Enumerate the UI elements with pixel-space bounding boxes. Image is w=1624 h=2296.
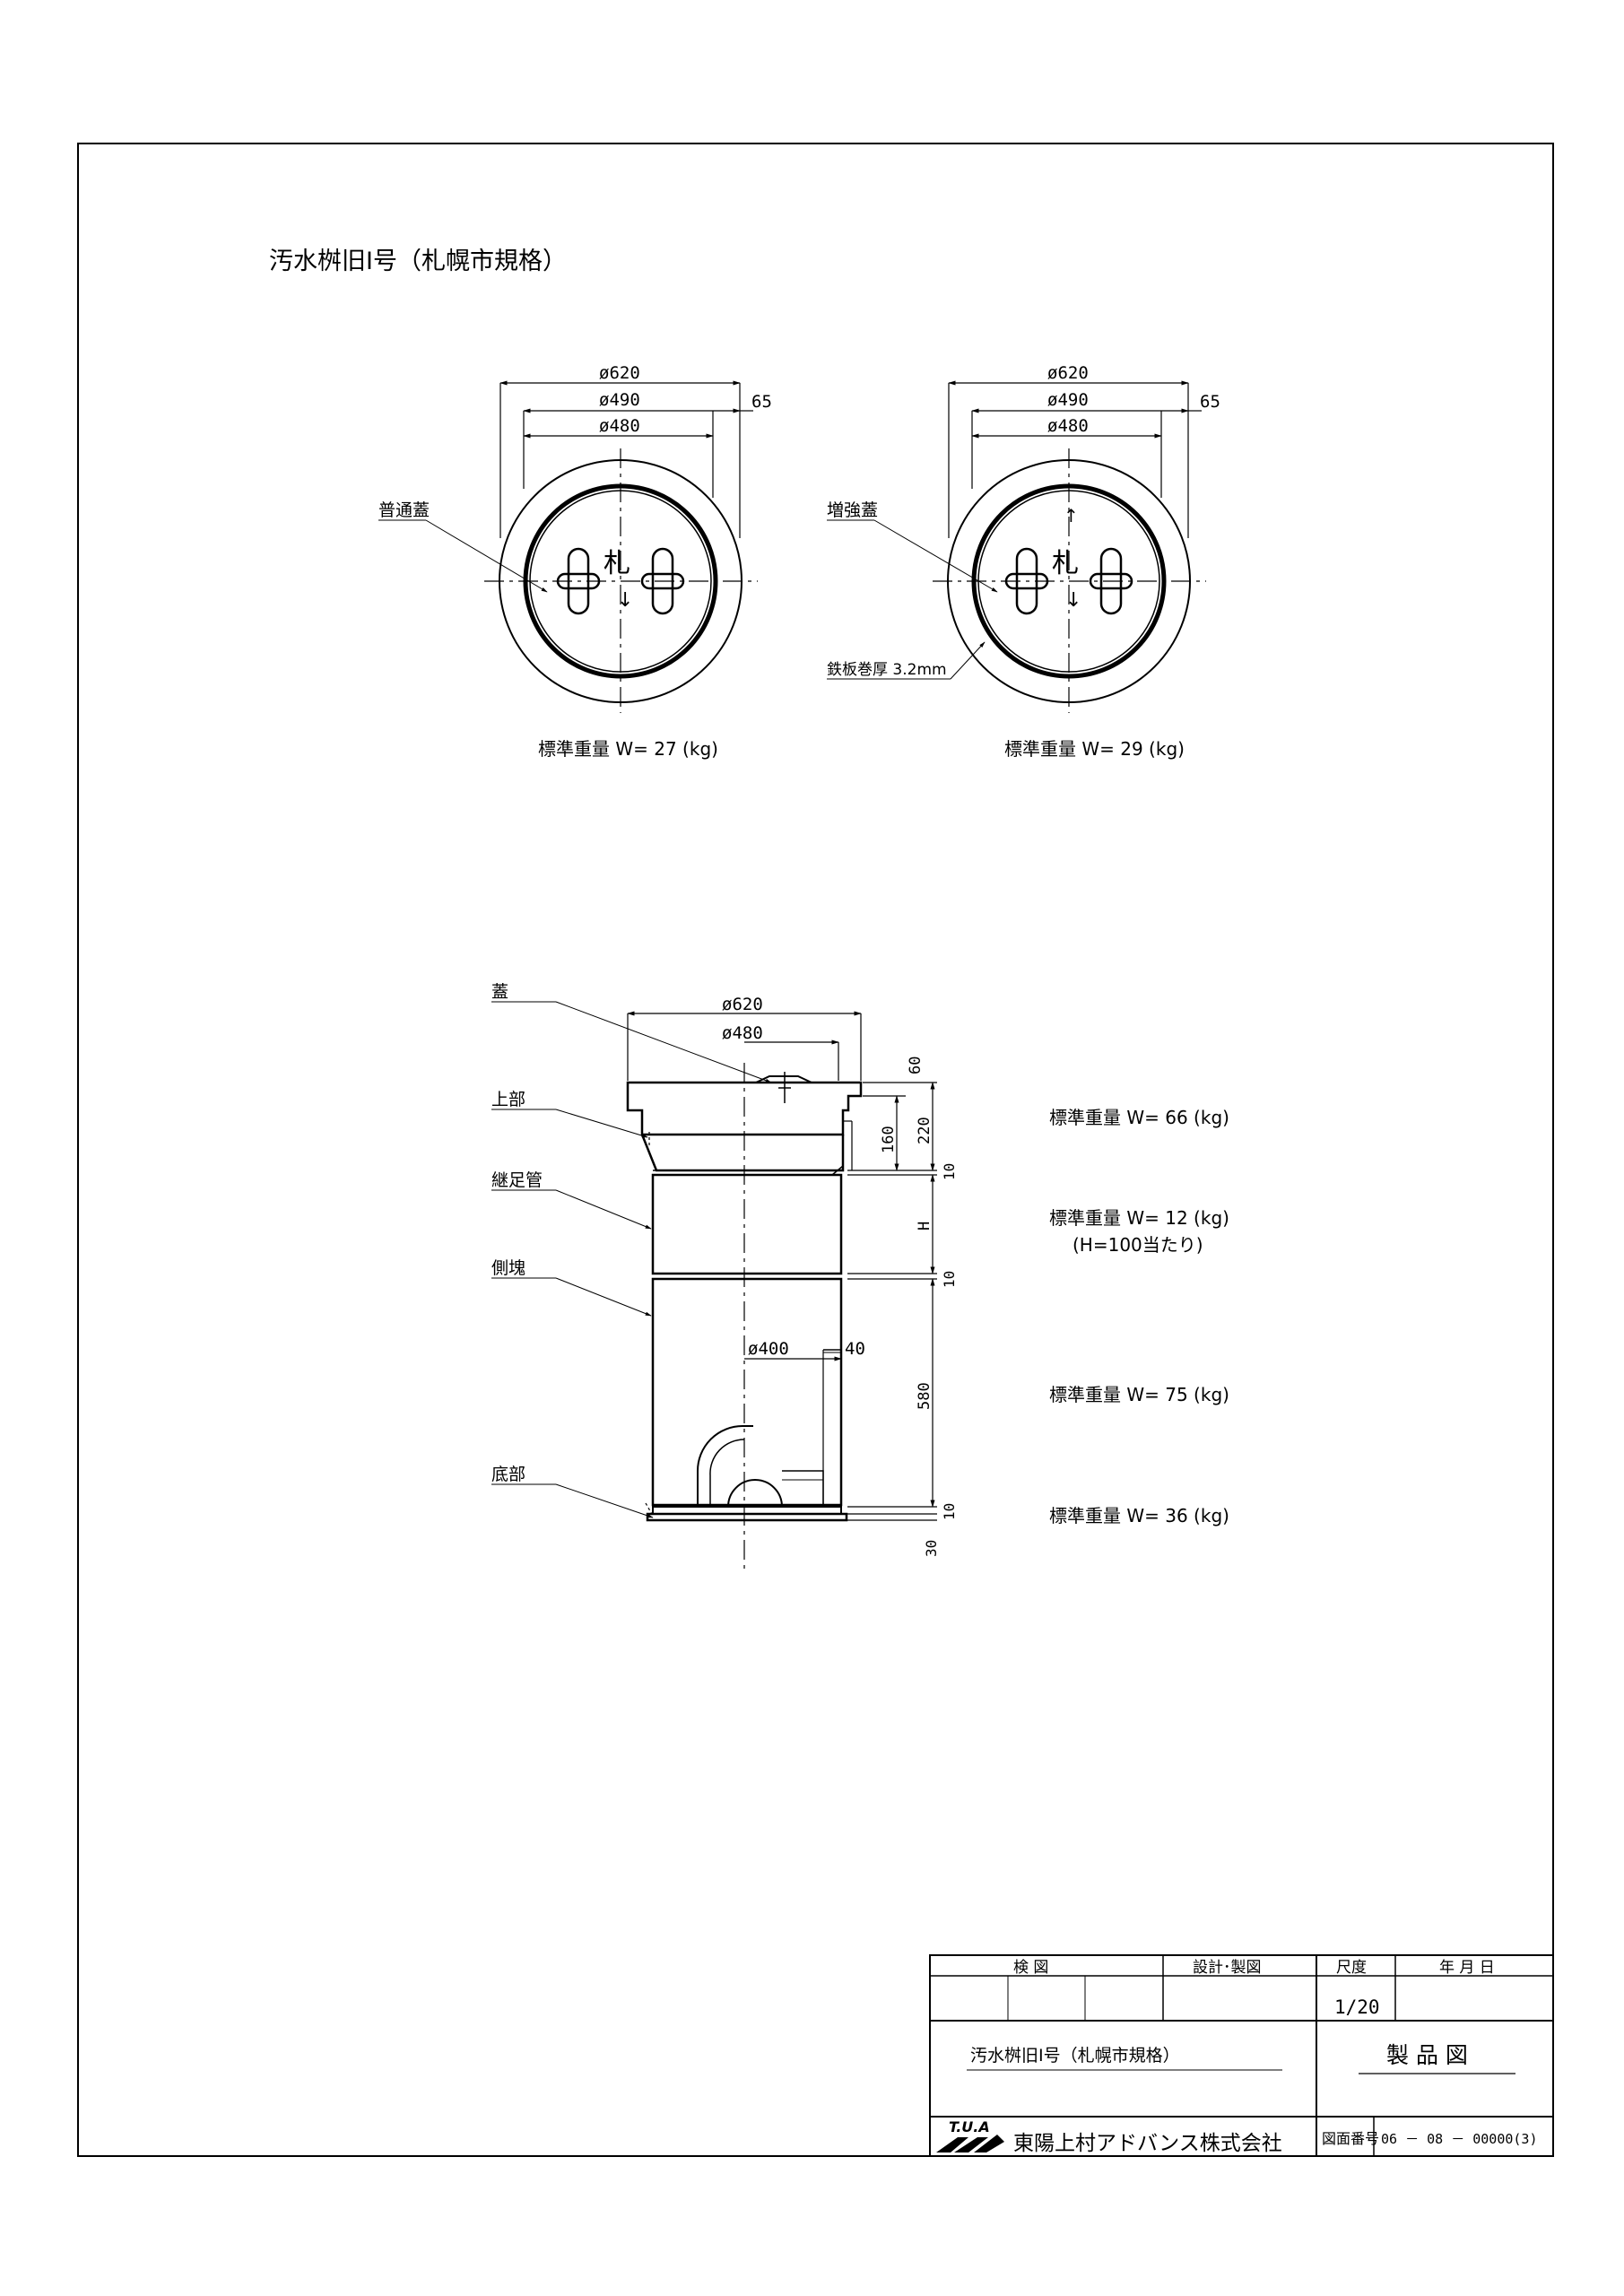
label-date: 年 月 日 <box>1439 1959 1495 1977</box>
label-steel-band: 鉄板巻厚 3.2mm <box>827 661 947 679</box>
company-name: 東陽上村アドバンス株式会社 <box>1013 2132 1282 2155</box>
plan-weight-standard: 標準重量 W= 27 (kg) <box>538 738 718 760</box>
dim-side-width: 65 <box>1200 392 1220 412</box>
dim-middle-diameter: ø490 <box>1047 390 1089 410</box>
drawing-number: 06 － 08 － 00000(3) <box>1381 2131 1538 2147</box>
plan-view-standard-cover: ø620 ø490 ø480 65 札 ↓ 普通蓋 標準重量 W= 27 (kg… <box>378 363 772 760</box>
riser-pipe <box>651 1173 843 1275</box>
dim-base-height: 30 <box>923 1540 940 1557</box>
cover-handle-right <box>640 547 685 615</box>
dimension-lines <box>499 380 753 538</box>
label-lid: 蓋 <box>491 982 508 1002</box>
dim-collar-height: 160 <box>880 1126 898 1153</box>
dim-pipe-diameter: ø400 <box>748 1339 789 1359</box>
section-view: ø620 ø480 ø400 <box>491 982 1229 1574</box>
label-reinforced-cover: 増強蓋 <box>827 500 878 520</box>
drawing-type: 製 品 図 <box>1386 2042 1468 2068</box>
cover-handle-left <box>556 547 601 615</box>
dimension-lines <box>948 380 1202 538</box>
dimension-lines <box>627 1011 862 1081</box>
dim-outer-diameter: ø620 <box>1047 363 1089 383</box>
weight-riser: 標準重量 W= 12 (kg) <box>1049 1207 1229 1229</box>
top-part-collar <box>640 1134 845 1172</box>
cover-mark-arrow-up-icon: ↑ <box>1064 505 1079 526</box>
cover-mark-arrow-icon: ↓ <box>617 589 633 612</box>
label-riser: 継足管 <box>491 1170 543 1190</box>
dim-joint-middle: 10 <box>941 1271 958 1288</box>
cover-mark-arrow-icon: ↓ <box>1065 589 1081 612</box>
vertical-dimension-lines <box>847 1082 937 1521</box>
label-top-part: 上部 <box>491 1090 525 1109</box>
logo-text: T.U.A <box>949 2118 990 2135</box>
dim-side-width: 65 <box>751 392 772 412</box>
label-side-block: 側塊 <box>491 1258 525 1278</box>
dim-side-height: 580 <box>916 1382 934 1410</box>
product-name: 汚水桝旧Ⅰ号（札幌市規格） <box>970 2046 1180 2066</box>
cover-mark: 札 <box>1052 548 1079 579</box>
weight-bottom: 標準重量 W= 36 (kg) <box>1049 1505 1229 1526</box>
cover-mark: 札 <box>604 548 630 579</box>
dim-outer-diameter: ø620 <box>599 363 640 383</box>
label-inspection: 検 図 <box>1013 1959 1048 1977</box>
dim-inner-diameter: ø480 <box>722 1023 763 1043</box>
dim-joint-bottom: 10 <box>941 1503 958 1520</box>
label-standard-cover: 普通蓋 <box>378 500 430 520</box>
plan-view-reinforced-cover: ø620 ø490 ø480 65 札 ↓ ↑ 増強蓋 鉄板巻厚 3.2mm 標… <box>827 363 1220 760</box>
title-block: 検 図 設計･製図 尺度 年 月 日 1/20 汚水桝旧Ⅰ号（札幌市規格） 製 … <box>929 1954 1554 2157</box>
dim-lid-height: 60 <box>907 1057 925 1074</box>
scale-value: 1/20 <box>1334 1996 1380 2018</box>
sheet-border <box>77 143 1554 2157</box>
dim-top-height: 220 <box>916 1117 934 1144</box>
weight-top: 標準重量 W= 66 (kg) <box>1049 1107 1229 1128</box>
drawing-title: 汚水桝旧Ⅰ号（札幌市規格） <box>269 248 567 275</box>
company-logo: T.U.A <box>936 2118 1004 2152</box>
label-bottom-part: 底部 <box>491 1465 525 1484</box>
dim-wall-thickness: 40 <box>845 1339 865 1359</box>
weight-riser-note: (H=100当たり) <box>1073 1234 1203 1256</box>
cover-handle-right <box>1089 547 1133 615</box>
inlet-channel <box>697 1425 753 1507</box>
cover-handle-left <box>1004 547 1049 615</box>
label-drawing-number: 図面番号 <box>1322 2130 1379 2147</box>
dim-riser-height: H <box>916 1222 934 1231</box>
top-part-body <box>626 1081 863 1136</box>
weight-side: 標準重量 W= 75 (kg) <box>1049 1384 1229 1405</box>
logo-mark-icon <box>936 2135 1004 2152</box>
dim-joint-top: 10 <box>941 1163 958 1180</box>
dim-outer-diameter: ø620 <box>722 995 763 1014</box>
dim-middle-diameter: ø490 <box>599 390 640 410</box>
label-scale: 尺度 <box>1336 1959 1367 1977</box>
plan-weight-reinforced: 標準重量 W= 29 (kg) <box>1004 738 1185 760</box>
label-design: 設計･製図 <box>1193 1959 1262 1977</box>
dim-inner-diameter: ø480 <box>599 416 640 436</box>
dim-inner-diameter: ø480 <box>1047 416 1089 436</box>
